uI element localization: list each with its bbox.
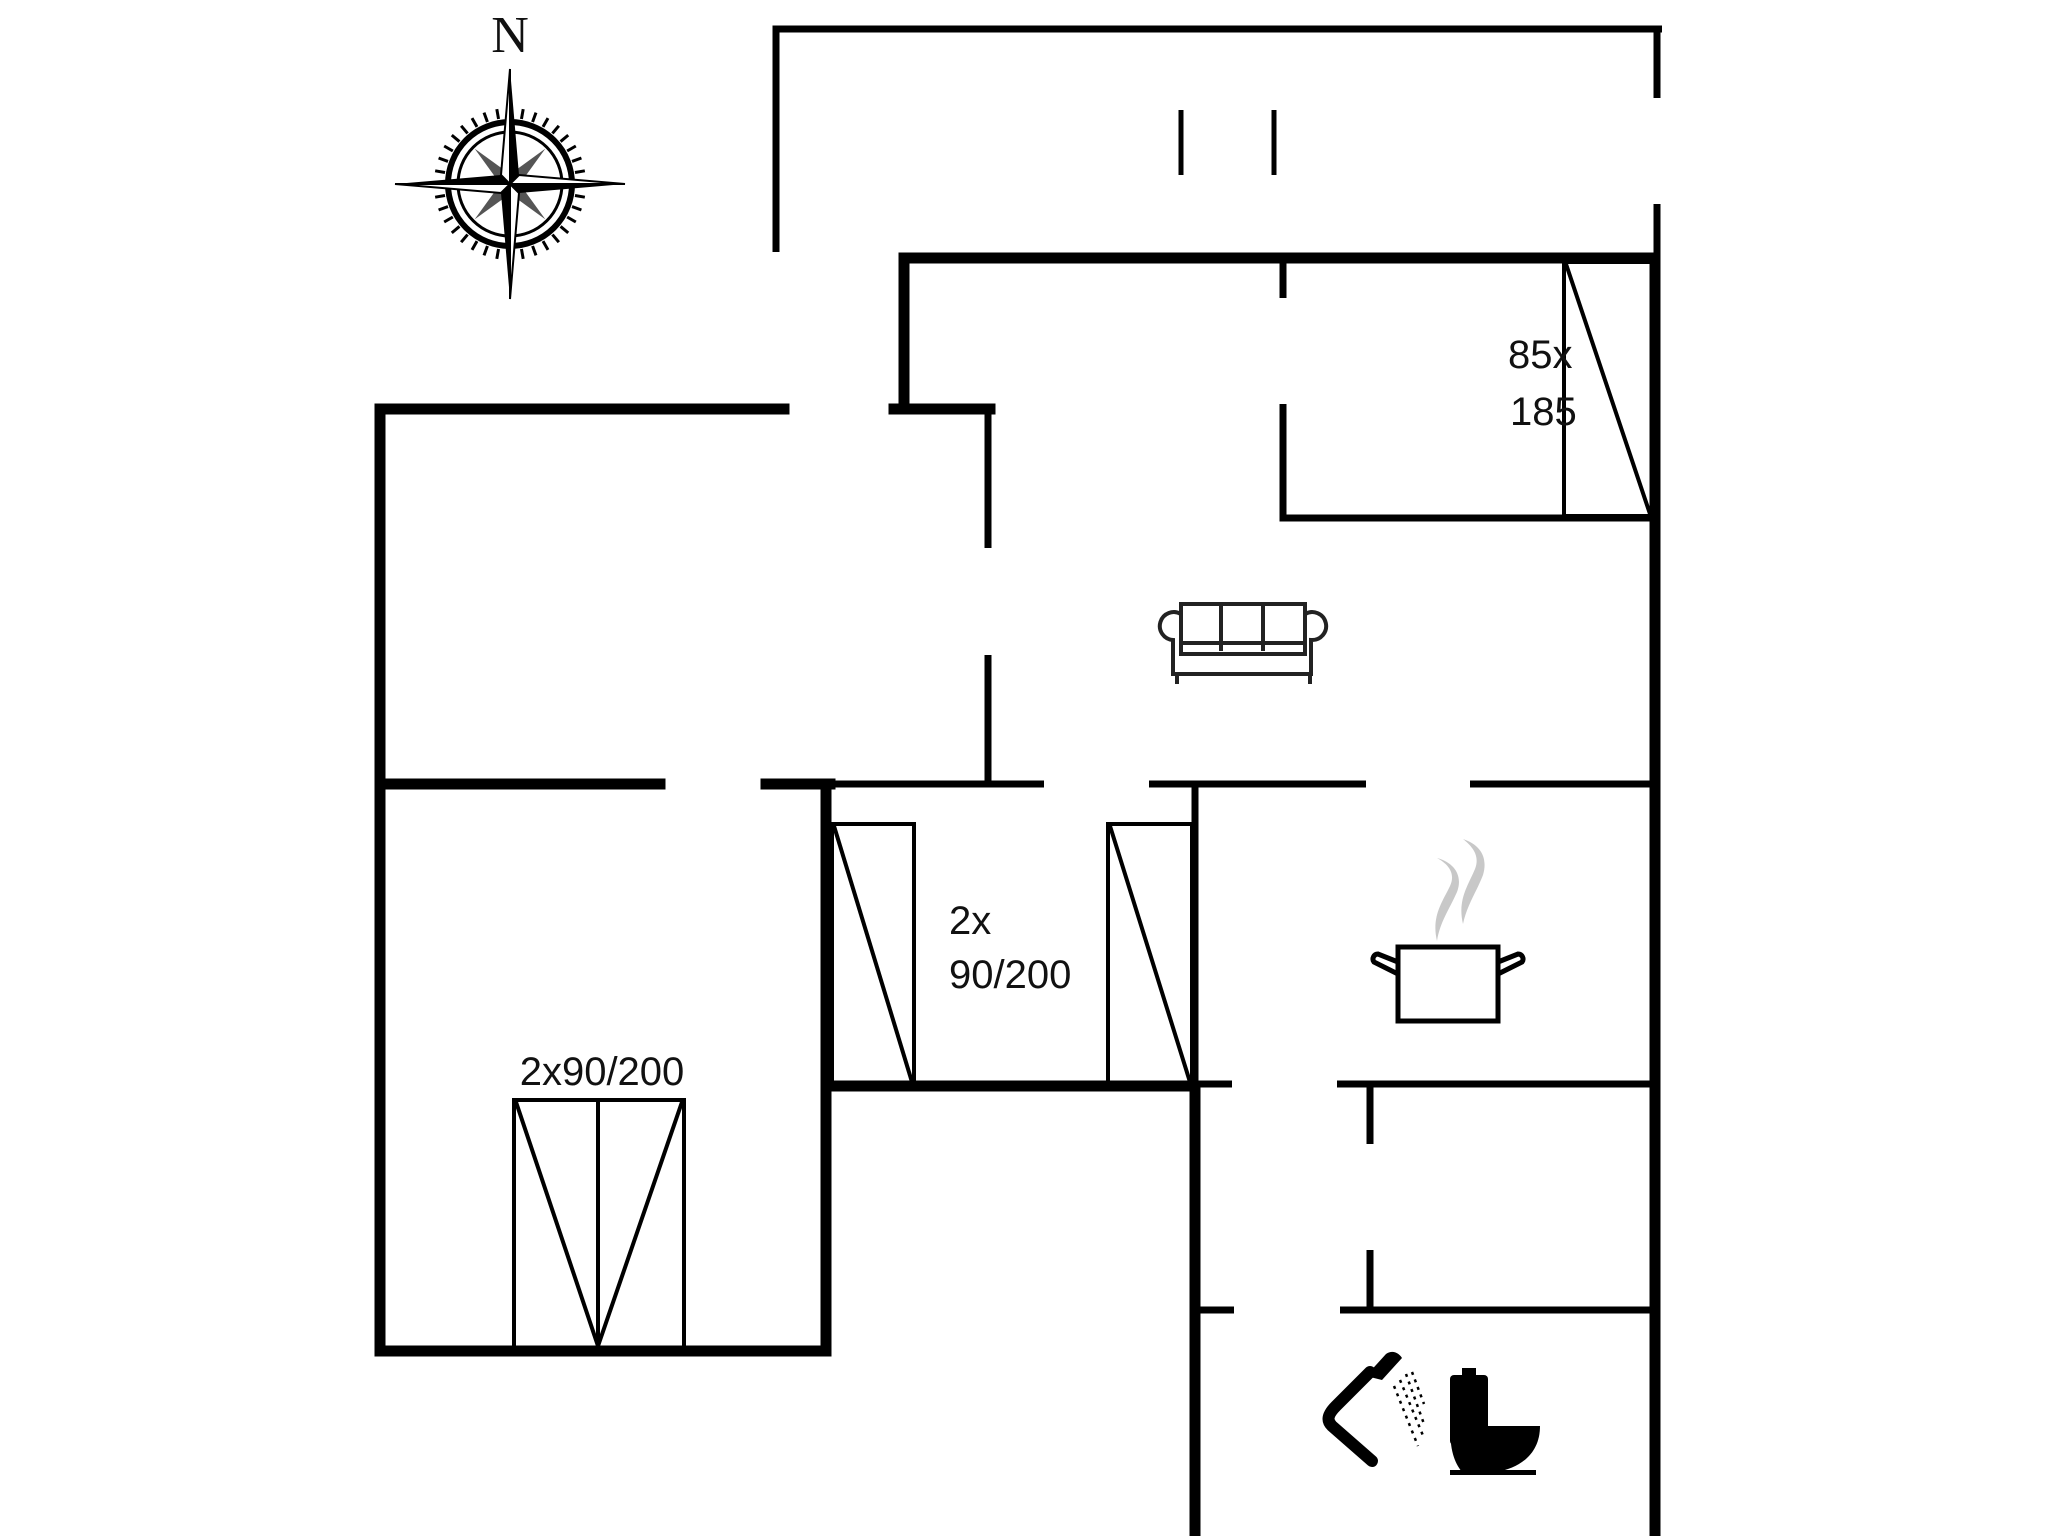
bed-size-label-middle-line1: 2x	[949, 899, 991, 943]
shower-icon	[1322, 1351, 1426, 1467]
interior-walls	[374, 258, 1655, 1314]
sofa-icon	[1157, 602, 1329, 684]
bed-size-label-left: 2x90/200	[520, 1050, 685, 1094]
bed-middle-right	[1106, 822, 1194, 1086]
compass-rose-icon	[394, 68, 626, 300]
bed-size-label-middle-line2: 90/200	[949, 953, 1071, 997]
bed-livingroom	[1562, 260, 1654, 518]
north-label: N	[491, 7, 529, 64]
bed-left-double	[512, 1098, 686, 1350]
bed-size-label-livingroom-line2: 185	[1510, 390, 1577, 434]
terrace-outline	[772, 25, 1662, 258]
cooking-pot-icon	[1370, 839, 1526, 1024]
bed-middle-left	[830, 822, 916, 1086]
bed-size-label-livingroom-line1: 85x	[1508, 333, 1573, 377]
toilet-icon	[1450, 1368, 1540, 1475]
